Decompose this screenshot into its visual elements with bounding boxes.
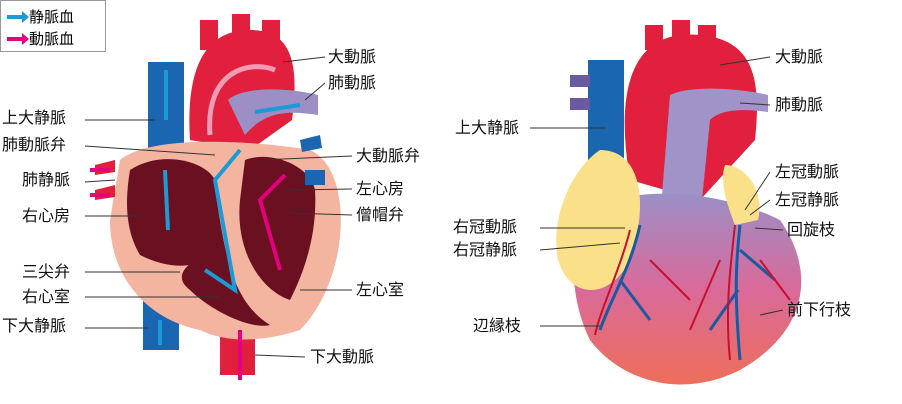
- label-pulmonary-artery: 肺動脈: [328, 73, 377, 92]
- label-mitral-valve: 僧帽弁: [356, 205, 405, 224]
- external-heart: [556, 20, 802, 385]
- legend-arterial-label: 動脈血: [29, 30, 75, 48]
- label-aortic-valve: 大動脈弁: [356, 146, 421, 165]
- label-aorta-2: 大動脈: [775, 47, 824, 66]
- label-left-ventricle: 左心室: [356, 280, 405, 299]
- label-tricuspid-valve: 三尖弁: [22, 262, 71, 281]
- label-left-coronary-artery: 左冠動脈: [775, 162, 840, 181]
- label-aorta: 大動脈: [328, 47, 377, 66]
- sectional-heart: [90, 14, 341, 380]
- label-superior-vena-cava: 上大静脈: [2, 108, 67, 127]
- label-descending-aorta: 下大動脈: [310, 347, 375, 366]
- label-pulmonary-artery-2: 肺動脈: [775, 95, 824, 114]
- label-right-ventricle: 右心室: [22, 287, 71, 306]
- label-pulmonary-vein: 肺静脈: [22, 170, 71, 189]
- label-left-atrium: 左心房: [356, 179, 405, 198]
- legend: 静脈血 動脈血: [0, 0, 106, 52]
- label-inferior-vena-cava: 下大静脈: [2, 316, 67, 335]
- pink-arrow-icon: [7, 32, 29, 45]
- legend-arterial: 動脈血: [7, 28, 74, 49]
- label-circumflex: 回旋枝: [787, 220, 836, 239]
- label-pulmonary-valve: 肺動脈弁: [2, 135, 67, 154]
- legend-venous-label: 静脈血: [29, 8, 75, 26]
- label-left-coronary-vein: 左冠静脈: [775, 190, 840, 209]
- label-anterior-descending: 前下行枝: [787, 300, 852, 319]
- blue-arrow-icon: [7, 10, 29, 23]
- label-right-atrium: 右心房: [22, 206, 71, 225]
- leader-lines: [84, 56, 784, 358]
- label-right-coronary-vein: 右冠静脈: [453, 240, 518, 259]
- label-superior-vena-cava-2: 上大静脈: [455, 118, 520, 137]
- legend-venous: 静脈血: [7, 6, 74, 27]
- label-marginal-branch: 辺縁枝: [473, 316, 522, 335]
- label-right-coronary-artery: 右冠動脈: [453, 217, 518, 236]
